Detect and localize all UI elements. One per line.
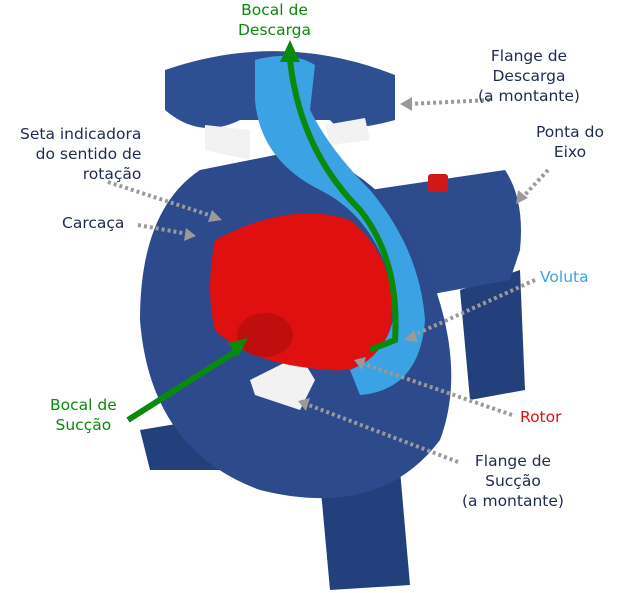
label-rotation-arrow: Seta indicadora do sentido de rotação [20, 125, 142, 183]
volute [255, 56, 425, 395]
leader-rotation-arrow [107, 180, 213, 218]
label-discharge-flange: Flange de Descarga (a montante) [478, 47, 580, 105]
bearing-support [460, 270, 525, 400]
label-suction-flange: Flange de Sucção (a montante) [462, 452, 564, 510]
cut-face [325, 118, 370, 145]
leader-discharge-flange [407, 98, 491, 106]
label-suction-nozzle: Bocal de Sucção [50, 396, 117, 434]
cut-face [205, 125, 250, 160]
discharge-flow-arrow [287, 59, 399, 353]
suction-flow-arrow [126, 349, 237, 423]
leader-shaft-end [520, 168, 550, 200]
leader-casing [137, 223, 189, 236]
label-discharge-nozzle: Bocal de Descarga [238, 1, 312, 39]
rotor-hub [237, 313, 293, 357]
oil-plug [428, 174, 448, 192]
discharge-arrowhead [280, 40, 300, 62]
cut-face [250, 355, 315, 410]
leader-rotor [363, 362, 513, 417]
label-volute: Voluta [540, 268, 589, 286]
label-shaft-end: Ponta do Eixo [536, 123, 604, 161]
label-rotor: Rotor [520, 408, 562, 426]
leader-volute [411, 278, 536, 338]
suction-arrowhead [228, 338, 248, 357]
pump-foot-right [320, 470, 410, 590]
label-casing: Carcaça [62, 214, 125, 232]
